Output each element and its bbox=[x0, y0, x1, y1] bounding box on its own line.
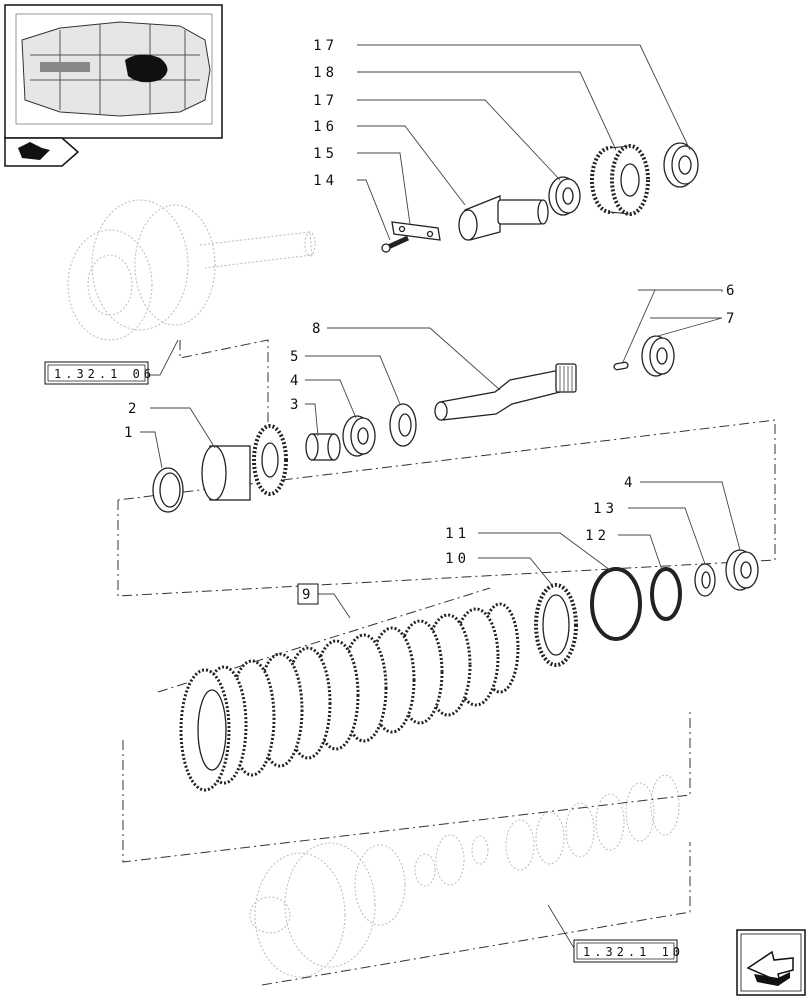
part-7-bearing[interactable] bbox=[641, 335, 675, 377]
part-17-bearing-top[interactable] bbox=[663, 142, 699, 188]
callout-labels: 17 18 17 16 15 14 6 7 8 5 4 3 2 1 4 13 1… bbox=[124, 38, 738, 567]
callout-9-box[interactable]: 9 bbox=[297, 583, 319, 605]
part-10-ring-gear[interactable] bbox=[534, 583, 578, 667]
dashdot-line-1 bbox=[179, 339, 269, 430]
ref-label-bottom: 1.32.1 10 bbox=[583, 945, 684, 959]
part-12-snap-ring[interactable] bbox=[650, 567, 682, 621]
leader-lines bbox=[140, 44, 741, 959]
part-3-spacer[interactable] bbox=[305, 433, 341, 461]
part-8-main-shaft[interactable] bbox=[434, 363, 577, 421]
part-18-gear[interactable] bbox=[590, 144, 650, 216]
callout-14: 14 bbox=[313, 173, 338, 189]
ghost-lower-housing bbox=[249, 774, 680, 978]
ref-box-top[interactable]: 1.32.1 06 bbox=[44, 361, 155, 385]
callout-8: 8 bbox=[312, 321, 324, 337]
back-arrow-icon[interactable] bbox=[4, 137, 80, 167]
callout-15: 15 bbox=[313, 146, 338, 162]
part-2-gear-hub[interactable] bbox=[201, 424, 288, 501]
callout-3: 3 bbox=[290, 397, 302, 413]
callout-16: 16 bbox=[313, 119, 338, 135]
part-15-plate[interactable] bbox=[391, 221, 441, 241]
part-5-washer[interactable] bbox=[389, 403, 417, 447]
part-11-snap-ring[interactable] bbox=[590, 567, 642, 641]
part-1-snap-ring[interactable] bbox=[152, 467, 184, 513]
forward-arrow-icon[interactable] bbox=[736, 929, 806, 996]
callout-5: 5 bbox=[290, 349, 302, 365]
callout-2: 2 bbox=[128, 401, 140, 417]
part-13-washer[interactable] bbox=[694, 563, 716, 597]
callout-11: 11 bbox=[445, 526, 470, 542]
callout-17-mid: 17 bbox=[313, 93, 338, 109]
part-4-bearing-lower[interactable] bbox=[725, 549, 759, 591]
dashdot-line-4 bbox=[261, 842, 691, 986]
ref-box-bottom[interactable]: 1.32.1 10 bbox=[573, 939, 684, 963]
callout-7: 7 bbox=[726, 311, 738, 327]
ref-label-top: 1.32.1 06 bbox=[54, 367, 155, 381]
callout-4-upper: 4 bbox=[290, 373, 302, 389]
callout-17-top: 17 bbox=[313, 38, 338, 54]
ghost-planet-carrier bbox=[67, 199, 316, 341]
part-9-clutch-pack[interactable] bbox=[179, 602, 520, 792]
callout-4-lower: 4 bbox=[624, 475, 636, 491]
callout-18: 18 bbox=[313, 65, 338, 81]
callout-1: 1 bbox=[124, 425, 136, 441]
dashdot-line-2 bbox=[117, 419, 776, 597]
callout-9: 9 bbox=[302, 587, 314, 603]
part-14-bolt[interactable] bbox=[381, 235, 410, 253]
callout-13: 13 bbox=[593, 501, 618, 517]
callout-6: 6 bbox=[726, 283, 738, 299]
callout-10: 10 bbox=[445, 551, 470, 567]
callout-12: 12 bbox=[585, 528, 610, 544]
transmission-thumbnail[interactable] bbox=[4, 4, 223, 139]
part-16-shaft[interactable] bbox=[458, 195, 549, 241]
part-4-bearing-upper[interactable] bbox=[342, 415, 376, 457]
part-17-bearing-mid[interactable] bbox=[548, 176, 581, 216]
dashdot-line-3 bbox=[122, 587, 691, 863]
part-6-pin[interactable] bbox=[613, 361, 629, 371]
